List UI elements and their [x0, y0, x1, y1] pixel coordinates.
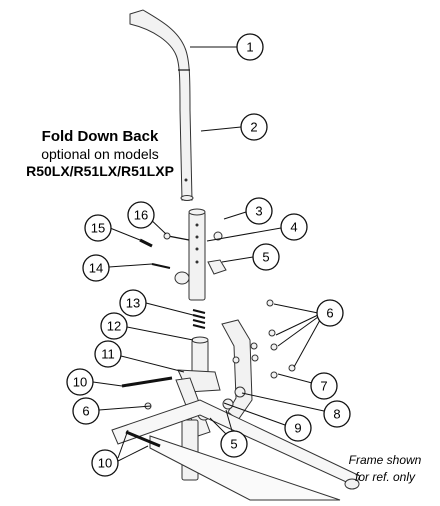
- callout-7: 7: [310, 372, 338, 400]
- svg-text:8: 8: [333, 407, 340, 422]
- callout-6-left: 6: [72, 397, 100, 425]
- callout-5-lower: 5: [220, 430, 248, 458]
- pin-15: [139, 238, 153, 248]
- svg-text:5: 5: [262, 250, 269, 265]
- svg-text:12: 12: [107, 319, 121, 334]
- callout-15: 15: [84, 214, 112, 242]
- bolt-10-upper: [121, 376, 173, 388]
- callout-16: 16: [127, 201, 155, 229]
- spacer-parts: [174, 231, 227, 285]
- svg-text:14: 14: [89, 261, 103, 276]
- callout-11: 11: [94, 340, 122, 368]
- frame-note: Frame shown for ref. only: [330, 452, 440, 486]
- caption-subtitle: optional on models: [41, 146, 159, 162]
- callout-10-lower: 10: [91, 449, 119, 477]
- callout-1: 1: [236, 33, 264, 61]
- callout-8: 8: [323, 400, 351, 428]
- svg-text:15: 15: [91, 221, 105, 236]
- callout-5-upper: 5: [252, 243, 280, 271]
- svg-text:10: 10: [98, 456, 112, 471]
- frame-note-line2: for ref. only: [354, 470, 416, 484]
- leader-lines: [92, 46, 325, 462]
- caption-models: R50LX/R51LX/R51LXP: [26, 163, 174, 179]
- svg-text:3: 3: [255, 204, 262, 219]
- svg-text:10: 10: [73, 375, 87, 390]
- nuts-6: [144, 299, 296, 410]
- svg-text:7: 7: [320, 379, 327, 394]
- callout-9: 9: [284, 414, 312, 442]
- frame-note-line1: Frame shown: [348, 453, 422, 467]
- nut-7: [270, 371, 278, 379]
- callout-6-right: 6: [316, 299, 344, 327]
- svg-text:6: 6: [82, 404, 89, 419]
- svg-text:4: 4: [290, 220, 297, 235]
- callout-2: 2: [240, 113, 268, 141]
- receiver-12: [191, 336, 209, 377]
- bolt-16: [163, 232, 190, 241]
- svg-text:11: 11: [101, 347, 115, 362]
- svg-text:16: 16: [134, 208, 148, 223]
- svg-text:13: 13: [126, 296, 140, 311]
- svg-text:6: 6: [326, 306, 333, 321]
- callout-3: 3: [245, 197, 273, 225]
- callout-10-upper: 10: [66, 368, 94, 396]
- svg-text:2: 2: [250, 120, 257, 135]
- svg-text:9: 9: [294, 421, 301, 436]
- bolt-14: [151, 263, 171, 269]
- frame-reference: [111, 399, 361, 501]
- callout-12: 12: [100, 312, 128, 340]
- lower-back-tube: [188, 208, 206, 301]
- callout-14: 14: [82, 254, 110, 282]
- callout-13: 13: [119, 289, 147, 317]
- push-handle-tube: [129, 9, 194, 201]
- spring-13: [192, 309, 206, 329]
- caption-title: Fold Down Back: [41, 128, 159, 145]
- bolt-10-lower: [125, 430, 161, 448]
- svg-text:5: 5: [230, 437, 237, 452]
- callout-4: 4: [280, 213, 308, 241]
- svg-text:1: 1: [246, 40, 253, 55]
